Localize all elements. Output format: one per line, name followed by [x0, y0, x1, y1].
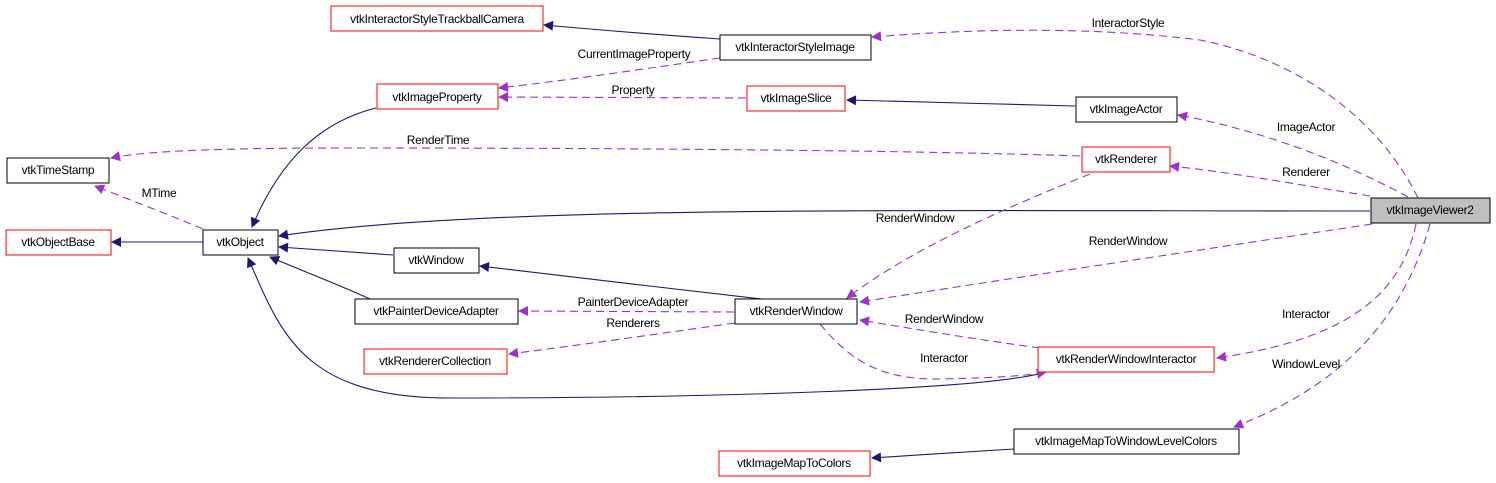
- node-vtk-render-window[interactable]: vtkRenderWindow: [734, 298, 858, 325]
- edge-renderwindow-renderercollection: [508, 322, 736, 358]
- edge-object-timestamp: [94, 184, 204, 230]
- edge-label-render-window-renderer: RenderWindow: [876, 211, 955, 225]
- edge-viewer-maptowl: [1233, 223, 1431, 429]
- node-vtk-object[interactable]: vtkObject: [202, 229, 279, 256]
- node-label: vtkPainterDeviceAdapter: [373, 304, 498, 318]
- edge-imageactor-imageslice: [846, 95, 1076, 107]
- node-vtk-renderer[interactable]: vtkRenderer: [1081, 146, 1171, 173]
- node-label: vtkImageActor: [1090, 102, 1163, 116]
- node-vtk-renderer-collection[interactable]: vtkRendererCollection: [363, 348, 508, 375]
- node-label: vtkObject: [216, 235, 264, 249]
- edge-imageproperty-object: [250, 107, 377, 228]
- node-label: vtkRenderer: [1095, 152, 1157, 166]
- node-vtk-image-viewer2[interactable]: vtkImageViewer2: [1370, 197, 1491, 224]
- edge-label-property: Property: [612, 83, 655, 97]
- node-vtk-render-window-interactor[interactable]: vtkRenderWindowInteractor: [1037, 346, 1215, 373]
- edge-imageslice-imageproperty: [498, 92, 747, 103]
- edges: [94, 20, 1431, 463]
- edge-renderer-timestamp: [110, 147, 1081, 162]
- node-vtk-interactor-style-trackball-camera[interactable]: vtkInteractorStyleTrackballCamera: [330, 5, 544, 32]
- edge-viewer-renderwindow: [859, 223, 1373, 306]
- node-vtk-window[interactable]: vtkWindow: [393, 247, 480, 274]
- node-vtk-interactor-style-image[interactable]: vtkInteractorStyleImage: [719, 34, 872, 61]
- node-label: vtkRenderWindowInteractor: [1056, 352, 1197, 366]
- edge-window-object: [278, 242, 394, 256]
- edge-viewer-renderer: [1169, 161, 1371, 197]
- edge-rwinteractor-renderwindow: [859, 316, 1041, 349]
- node-label: vtkImageViewer2: [1386, 203, 1474, 217]
- node-vtk-image-property[interactable]: vtkImageProperty: [376, 83, 499, 110]
- edge-labels: CurrentImageProperty Property Interactor…: [142, 16, 1341, 371]
- node-label: vtkImageMapToWindowLevelColors: [1035, 434, 1217, 448]
- edge-label-renderer: Renderer: [1282, 165, 1330, 179]
- node-vtk-image-map-to-colors[interactable]: vtkImageMapToColors: [718, 450, 871, 477]
- edge-label-render-time: RenderTime: [407, 133, 470, 147]
- edge-renderer-renderwindow: [846, 173, 1091, 299]
- node-vtk-image-map-to-window-level-colors[interactable]: vtkImageMapToWindowLevelColors: [1013, 428, 1240, 455]
- nodes: vtkInteractorStyleTrackballCamera vtkInt…: [5, 5, 1491, 477]
- edge-label-mtime: MTime: [142, 186, 177, 200]
- edge-label-image-actor: ImageActor: [1277, 120, 1336, 134]
- edge-label-render-window-viewer: RenderWindow: [1089, 234, 1168, 248]
- edge-painteradapter-object: [269, 255, 371, 300]
- edge-renderwindow-painteradapter: [518, 306, 735, 317]
- edge-label-window-level: WindowLevel: [1272, 357, 1340, 371]
- node-vtk-object-base[interactable]: vtkObjectBase: [5, 229, 112, 256]
- node-label: vtkInteractorStyleTrackballCamera: [350, 12, 524, 26]
- node-label: vtkTimeStamp: [22, 163, 95, 177]
- node-label: vtkImageSlice: [761, 91, 832, 105]
- edge-viewer-styleimage: [871, 29, 1419, 199]
- node-label: vtkWindow: [408, 253, 464, 267]
- edge-renderwindow-window: [479, 262, 771, 301]
- edge-viewer-rwinteractor: [1216, 223, 1417, 362]
- edge-label-current-image-property: CurrentImageProperty: [578, 47, 691, 61]
- node-vtk-painter-device-adapter[interactable]: vtkPainterDeviceAdapter: [354, 298, 519, 325]
- edge-rwinteractor-object: [247, 257, 1049, 399]
- node-vtk-image-slice[interactable]: vtkImageSlice: [746, 85, 846, 112]
- edge-maptowl-maptocolors: [871, 448, 1015, 463]
- node-label: vtkImageProperty: [392, 90, 482, 104]
- edge-label-painter-device-adapter: PainterDeviceAdapter: [578, 295, 689, 309]
- node-label: vtkRendererCollection: [379, 354, 491, 368]
- node-label: vtkInteractorStyleImage: [735, 40, 855, 54]
- node-vtk-time-stamp[interactable]: vtkTimeStamp: [6, 157, 110, 184]
- node-label: vtkImageMapToColors: [737, 456, 851, 470]
- edge-label-renderers: Renderers: [606, 316, 660, 330]
- edge-styleimage-trackball: [543, 20, 721, 40]
- edge-viewer-imageactor: [1177, 111, 1409, 198]
- edge-label-interactor-rw: Interactor: [920, 351, 968, 365]
- node-label: vtkObjectBase: [21, 235, 95, 249]
- edge-styleimage-imageproperty: [498, 57, 721, 92]
- edge-label-render-window-interactor: RenderWindow: [905, 312, 984, 326]
- edge-viewer-object: [278, 209, 1371, 240]
- edge-label-interactor-viewer: Interactor: [1282, 307, 1330, 321]
- edge-renderwindow-rwinteractor: [819, 323, 1047, 380]
- node-label: vtkRenderWindow: [750, 304, 844, 318]
- edge-label-interactor-style: InteractorStyle: [1092, 16, 1165, 30]
- node-vtk-image-actor[interactable]: vtkImageActor: [1075, 96, 1178, 123]
